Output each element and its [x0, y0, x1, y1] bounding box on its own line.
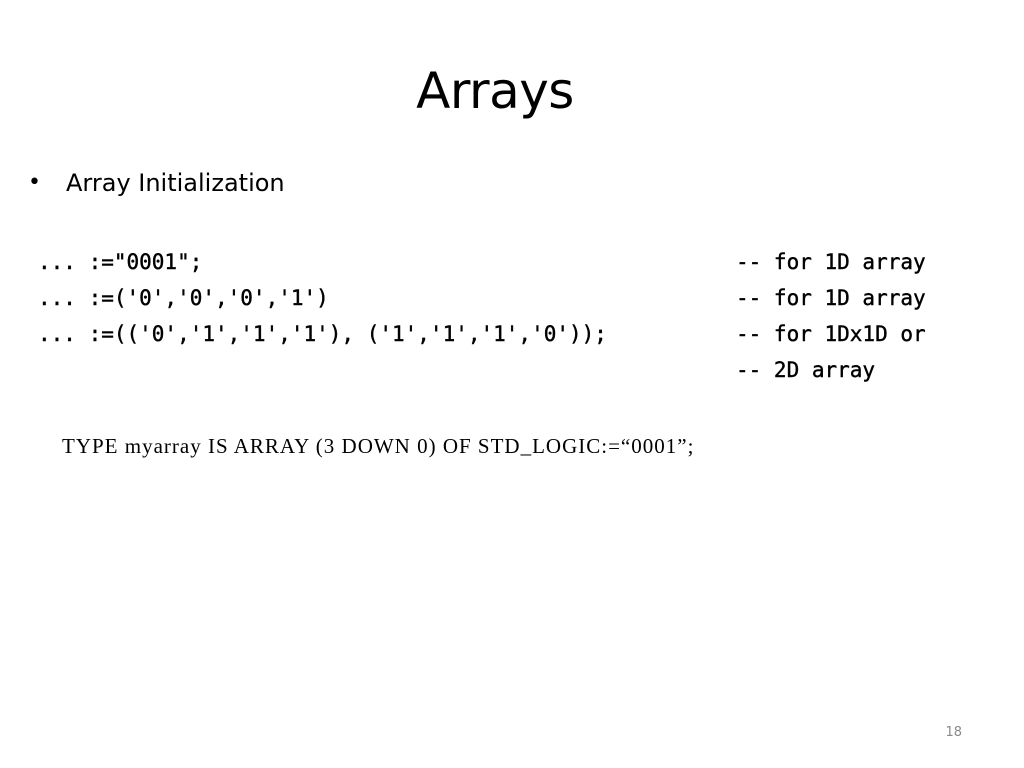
code-block: ... :="0001"; -- for 1D array ... :=('0'…	[38, 244, 978, 388]
code-line: ... :=(('0','1','1','1'), ('1','1','1','…	[38, 316, 978, 352]
code-comment: -- 2D array	[736, 358, 876, 382]
code-comment: -- for 1Dx1D or	[736, 322, 926, 346]
code-statement: ... :="0001";	[38, 250, 203, 274]
page-number: 18	[945, 725, 962, 740]
code-line: ... :=('0','0','0','1') -- for 1D array	[38, 280, 978, 316]
code-line: ... :="0001"; -- for 1D array	[38, 244, 978, 280]
code-statement: ... :=('0','0','0','1')	[38, 286, 329, 310]
code-comment: -- for 1D array	[736, 250, 926, 274]
type-declaration: TYPE myarray IS ARRAY (3 DOWN 0) OF STD_…	[62, 434, 695, 458]
code-line: -- 2D array	[38, 352, 978, 388]
bullet-item: • Array Initialization	[28, 165, 285, 201]
bullet-symbol: •	[28, 170, 41, 195]
code-statement: ... :=(('0','1','1','1'), ('1','1','1','…	[38, 322, 607, 346]
slide-title: Arrays	[416, 62, 574, 120]
bullet-text: Array Initialization	[66, 169, 285, 197]
code-comment: -- for 1D array	[736, 286, 926, 310]
